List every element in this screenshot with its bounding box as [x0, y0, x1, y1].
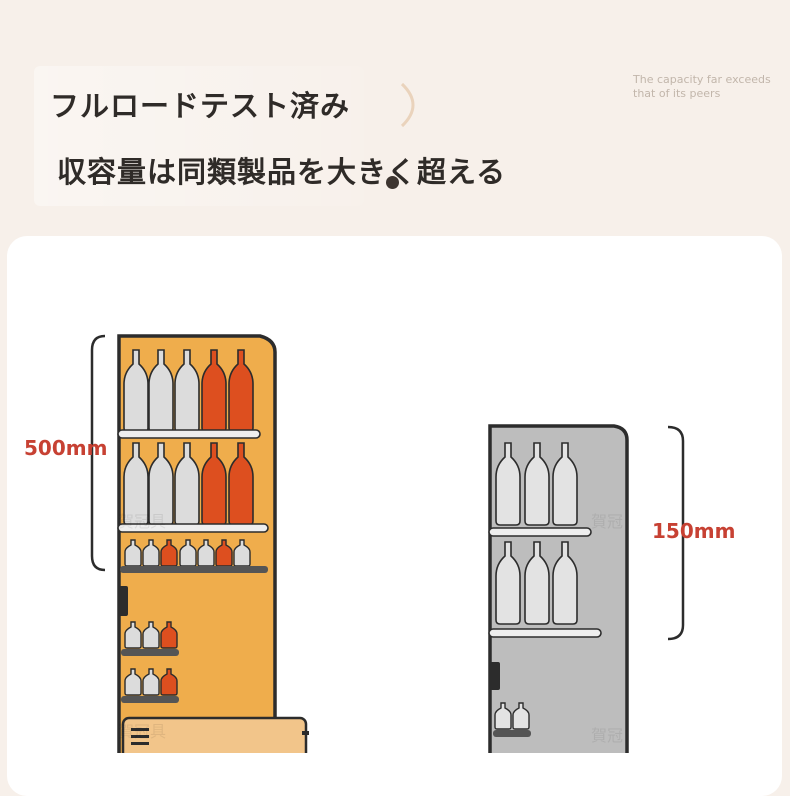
large-height-label: 500mm [24, 436, 108, 460]
page-title: フルロードテスト済み [50, 89, 351, 123]
large-storage-cabinet [117, 334, 309, 753]
small-storage-cabinet [488, 424, 629, 753]
large-height-bracket [90, 334, 106, 572]
small-height-bracket [667, 425, 685, 641]
comparison-illustration [90, 334, 685, 753]
page-subtitle: 収容量は同類製品を大きく超える [57, 155, 507, 189]
small-height-label: 150mm [652, 519, 736, 543]
decorative-arc-icon [400, 82, 415, 128]
watermark-text: 賀冠 [591, 512, 624, 531]
watermark-text: 賀冠 [591, 726, 624, 745]
english-caption: The capacity far exceeds that of its pee… [633, 73, 771, 100]
decorative-dot [386, 176, 399, 189]
title-backdrop [34, 66, 364, 206]
watermark-text: 賀冠具 [118, 512, 167, 531]
watermark-text: 賀冠具 [118, 722, 167, 741]
